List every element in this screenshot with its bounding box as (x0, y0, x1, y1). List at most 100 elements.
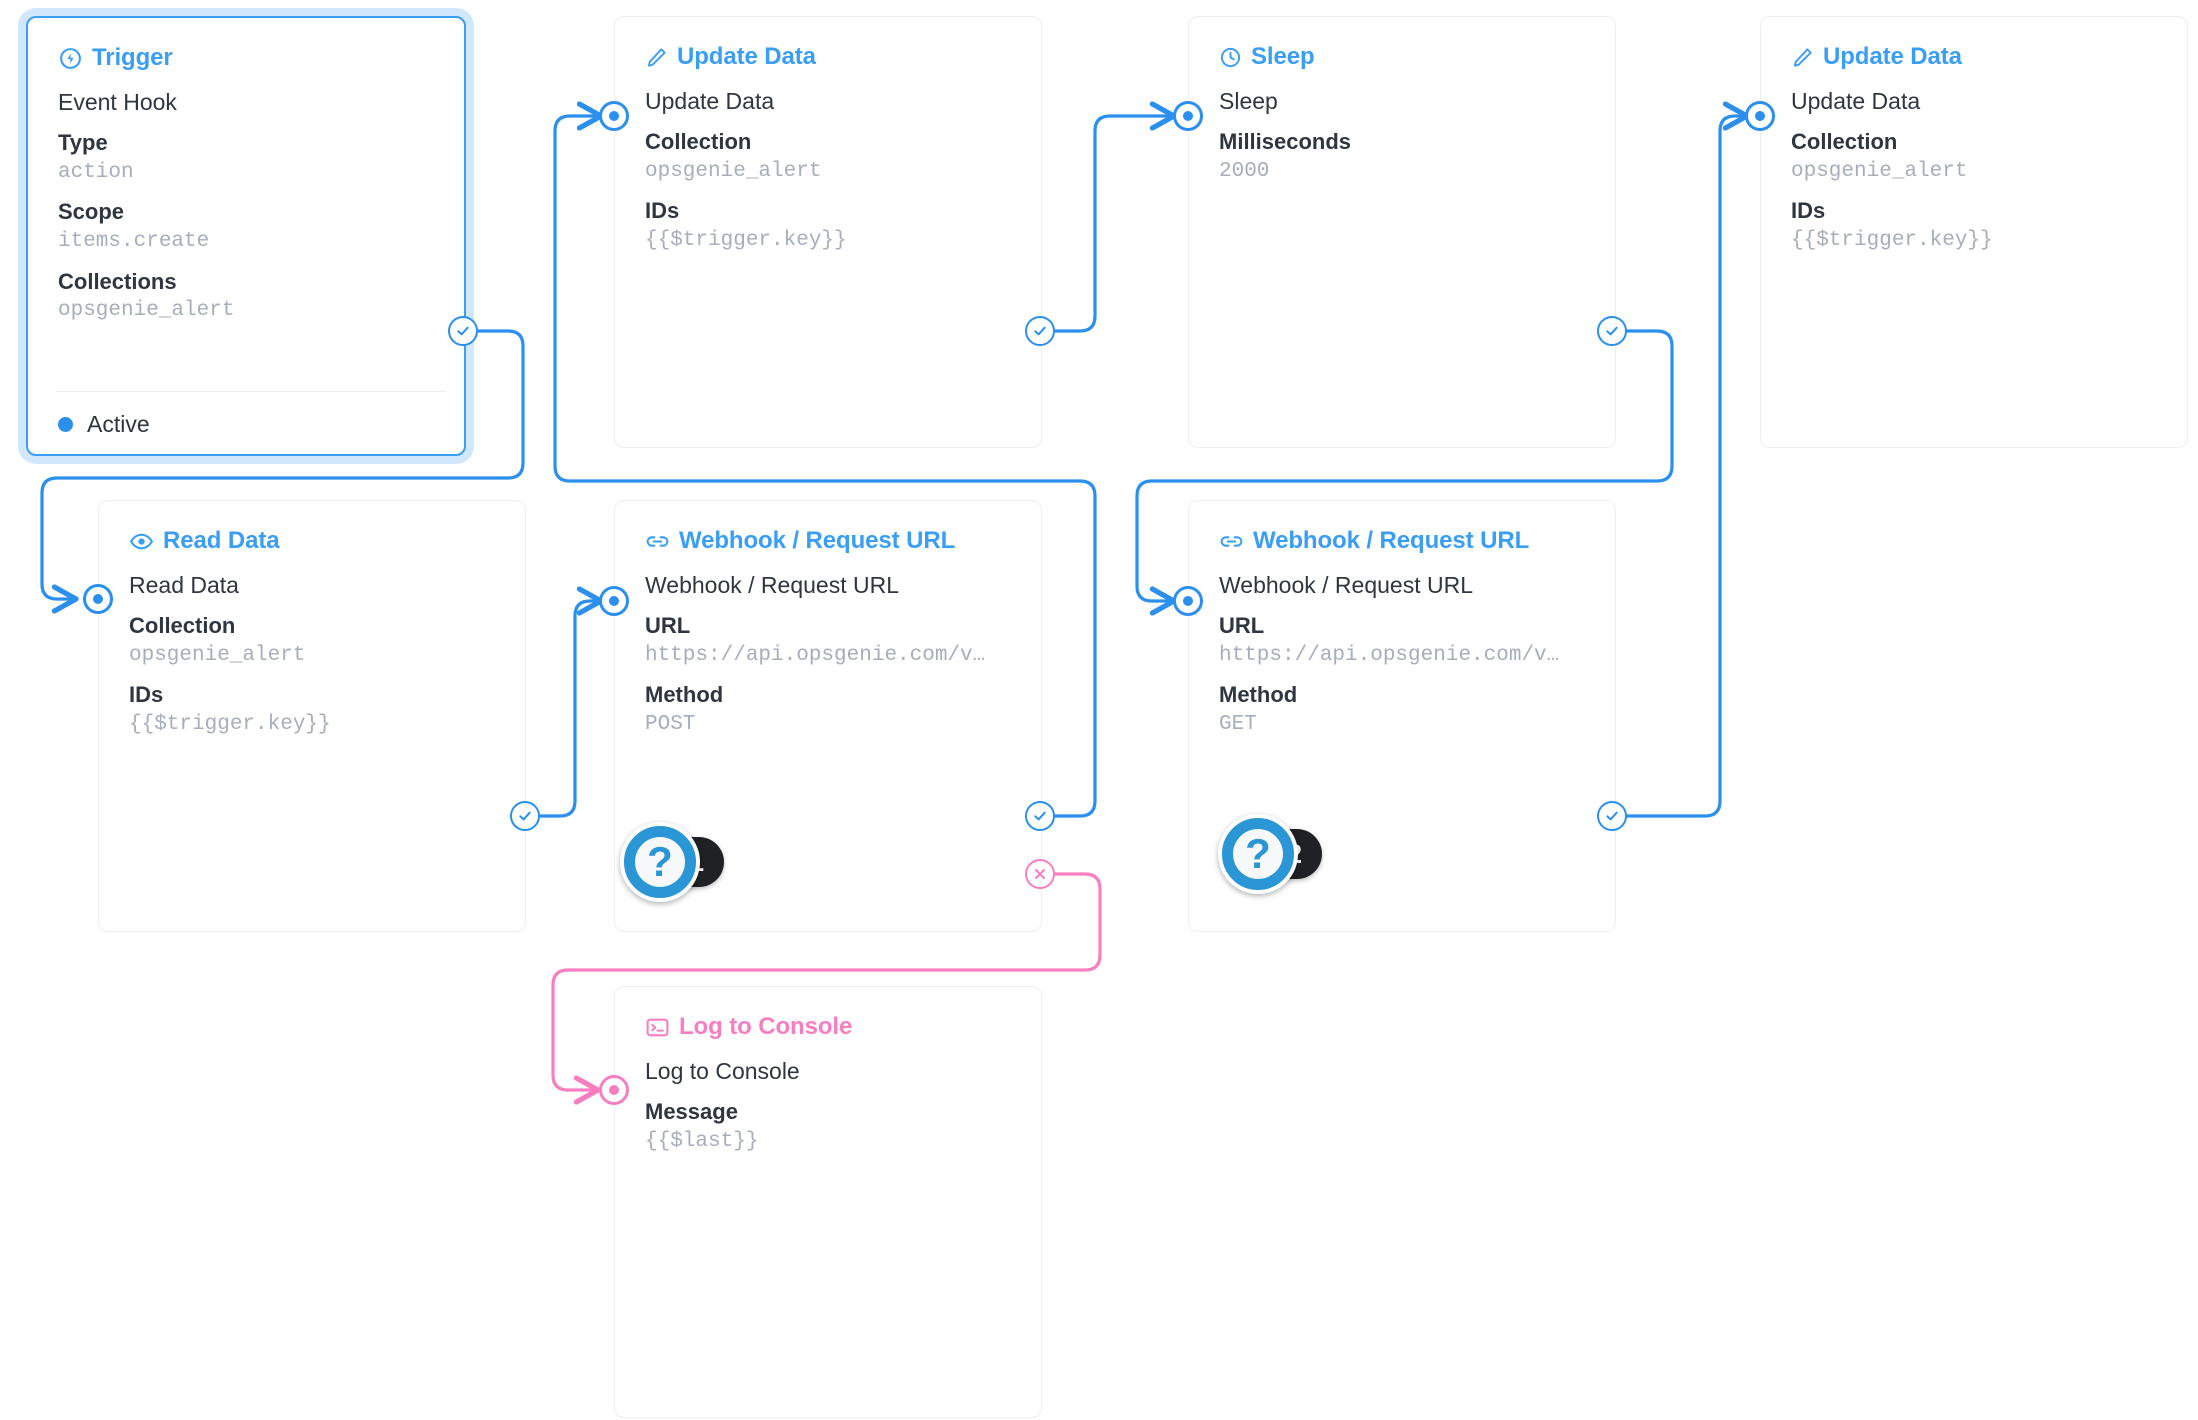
field-milliseconds: Milliseconds 2000 (1219, 127, 1585, 187)
status-dot-icon (58, 417, 73, 432)
node-webhook-get-row-title: Webhook / Request URL (1219, 572, 1473, 598)
node-read-data-body: Read Data Collection opsgenie_alert IDs … (99, 555, 525, 741)
port-out-sleep[interactable] (1597, 316, 1627, 346)
field-ids-label: IDs (645, 198, 680, 224)
port-in-update-data-2[interactable] (1745, 101, 1775, 131)
help-marker-1[interactable]: 1 ? (620, 822, 724, 902)
status-label: Active (87, 411, 150, 437)
node-sleep-body: Sleep Milliseconds 2000 (1189, 71, 1615, 187)
field-ids-value: {{$trigger.key}} (1791, 229, 1993, 253)
field-method: Method GET (1219, 680, 1585, 740)
node-webhook-post-title: Webhook / Request URL (679, 527, 956, 554)
node-read-data[interactable]: Read Data Read Data Collection opsgenie_… (98, 500, 526, 932)
field-collections-label: Collections (58, 268, 177, 294)
help-marker-1-glyph: ? (647, 838, 673, 885)
check-icon (1034, 326, 1046, 336)
field-ids-label: IDs (129, 682, 164, 708)
link-icon (645, 529, 670, 554)
question-mark-icon[interactable]: ? (620, 822, 700, 902)
port-out-webhook-post-error[interactable] (1025, 859, 1055, 889)
field-milliseconds-label: Milliseconds (1219, 129, 1352, 155)
field-collection: Collection opsgenie_alert (1791, 127, 2157, 187)
port-out-update-data-1[interactable] (1025, 316, 1055, 346)
pencil-icon (645, 46, 668, 69)
node-log-to-console-body: Log to Console Message {{$last}} (615, 1041, 1041, 1157)
node-trigger-header: Trigger (28, 18, 464, 72)
field-url-label: URL (1219, 613, 1265, 639)
field-ids: IDs {{$trigger.key}} (129, 680, 495, 740)
field-collection-label: Collection (129, 613, 236, 639)
node-read-data-title: Read Data (163, 527, 280, 554)
field-message-value: {{$last}} (645, 1130, 759, 1154)
node-trigger[interactable]: Trigger Event Hook Type action Scope ite… (26, 16, 466, 456)
port-in-sleep[interactable] (1173, 101, 1203, 131)
node-update-data-2[interactable]: Update Data Update Data Collection opsge… (1760, 16, 2188, 448)
node-webhook-get-header: Webhook / Request URL (1189, 501, 1615, 555)
port-out-webhook-get[interactable] (1597, 801, 1627, 831)
node-update-data-2-body: Update Data Collection opsgenie_alert ID… (1761, 71, 2187, 257)
field-ids-value: {{$trigger.key}} (129, 713, 331, 737)
field-ids-label: IDs (1791, 198, 1826, 224)
node-log-to-console[interactable]: Log to Console Log to Console Message {{… (614, 986, 1042, 1418)
field-method-value: GET (1219, 713, 1257, 737)
node-update-data-1[interactable]: Update Data Update Data Collection opsge… (614, 16, 1042, 448)
check-icon (457, 326, 469, 336)
field-collections: Collections opsgenie_alert (58, 267, 434, 327)
port-in-log-to-console[interactable] (599, 1075, 629, 1105)
port-in-read-data[interactable] (83, 584, 113, 614)
close-icon (1035, 869, 1045, 879)
link-icon (1219, 529, 1244, 554)
terminal-icon (645, 1015, 670, 1040)
node-update-data-2-row-title: Update Data (1791, 88, 1921, 114)
field-scope: Scope items.create (58, 197, 434, 257)
field-scope-value: items.create (58, 230, 210, 254)
check-icon (1606, 326, 1618, 336)
field-ids: IDs {{$trigger.key}} (645, 196, 1011, 256)
node-sleep[interactable]: Sleep Sleep Milliseconds 2000 (1188, 16, 1616, 448)
node-webhook-post-row-title: Webhook / Request URL (645, 572, 899, 598)
field-collection-label: Collection (1791, 129, 1898, 155)
node-log-to-console-title: Log to Console (679, 1013, 853, 1040)
help-marker-2[interactable]: 2 ? (1218, 814, 1322, 894)
node-sleep-row-title: Sleep (1219, 88, 1278, 114)
field-ids-value: {{$trigger.key}} (645, 229, 847, 253)
node-trigger-title: Trigger (92, 44, 173, 71)
field-method-label: Method (645, 682, 724, 708)
field-url: URL https://api.opsgenie.com/v… (645, 611, 1011, 671)
field-milliseconds-value: 2000 (1219, 160, 1270, 184)
field-collection-value: opsgenie_alert (129, 644, 306, 668)
port-out-webhook-post-success[interactable] (1025, 801, 1055, 831)
field-method-value: POST (645, 713, 696, 737)
node-trigger-body: Event Hook Type action Scope items.creat… (28, 72, 464, 327)
port-in-webhook-get[interactable] (1173, 586, 1203, 616)
eye-icon (129, 529, 154, 554)
field-message: Message {{$last}} (645, 1097, 1011, 1157)
node-trigger-row-title: Event Hook (58, 89, 177, 115)
port-in-webhook-post[interactable] (599, 586, 629, 616)
field-collection-value: opsgenie_alert (645, 160, 822, 184)
question-mark-icon[interactable]: ? (1218, 814, 1298, 894)
check-icon (1606, 811, 1618, 821)
check-icon (1034, 811, 1046, 821)
field-url: URL https://api.opsgenie.com/v… (1219, 611, 1585, 671)
node-update-data-1-row-title: Update Data (645, 88, 775, 114)
field-type-label: Type (58, 130, 108, 156)
port-out-trigger[interactable] (448, 316, 478, 346)
node-update-data-2-title: Update Data (1823, 43, 1962, 70)
node-update-data-1-title: Update Data (677, 43, 816, 70)
node-read-data-header: Read Data (99, 501, 525, 555)
trigger-bolt-icon (58, 46, 83, 71)
field-type-value: action (58, 161, 134, 185)
node-webhook-post-header: Webhook / Request URL (615, 501, 1041, 555)
field-url-label: URL (645, 613, 691, 639)
field-collection: Collection opsgenie_alert (129, 611, 495, 671)
port-out-read-data[interactable] (510, 801, 540, 831)
divider (56, 391, 446, 392)
field-collections-value: opsgenie_alert (58, 299, 235, 323)
check-icon (519, 811, 531, 821)
port-in-update-data-1[interactable] (599, 101, 629, 131)
field-collection-value: opsgenie_alert (1791, 160, 1968, 184)
node-sleep-header: Sleep (1189, 17, 1615, 71)
clock-icon (1219, 46, 1242, 69)
